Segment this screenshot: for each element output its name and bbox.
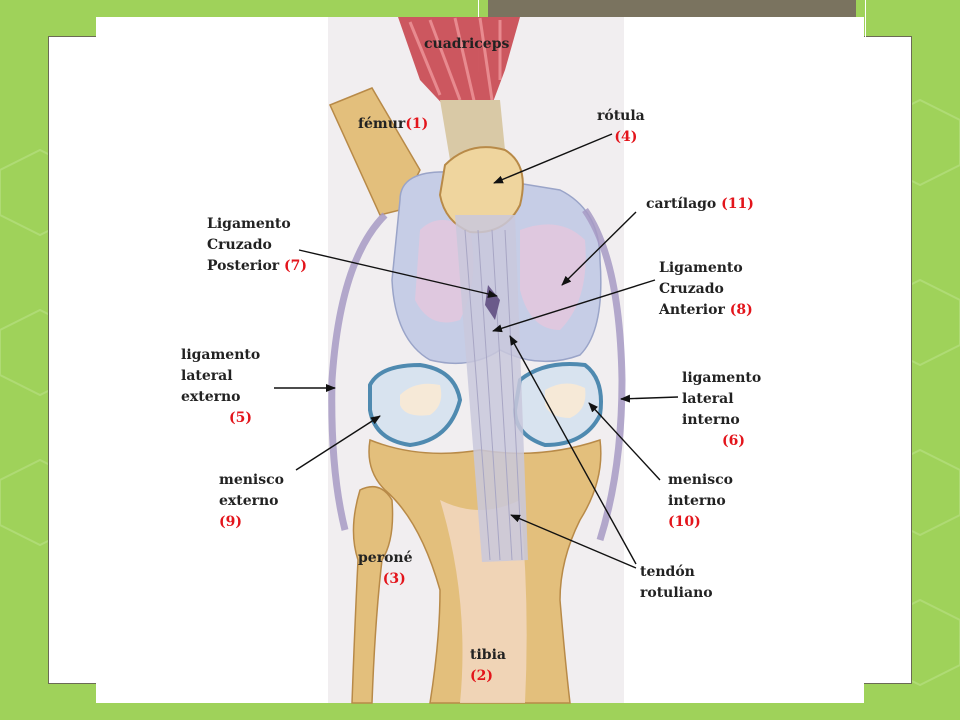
label-ligamento-cruzado-anterior: Ligamento Cruzado Anterior (8) [659,260,753,318]
label-cartilago: cartílago (11) [646,196,754,212]
top-accent-bar [488,0,856,17]
label-femur: fémur(1) [358,116,429,132]
patella [438,146,524,234]
label-perone: peroné (3) [358,550,413,587]
label-tendon-rotuliano: tendón rotuliano [640,564,713,601]
fibula-bone [351,485,394,704]
lateral-ligament-external [328,212,388,531]
label-menisco-interno: menisco interno (10) [668,472,733,530]
patellar-tendon [455,215,528,562]
label-cuadriceps: cuadriceps [424,36,510,52]
lateral-ligament-internal [582,207,626,542]
label-menisco-externo: menisco externo (9) [219,472,284,530]
label-ligamento-lateral-externo: ligamento lateral externo (5) [181,347,261,426]
label-rotula: rótula (4) [597,108,645,145]
label-ligamento-lateral-interno: ligamento lateral interno (6) [682,370,762,449]
label-ligamento-cruzado-posterior: Ligamento Cruzado Posterior (7) [207,216,308,274]
label-tibia: tibia (2) [470,647,506,684]
